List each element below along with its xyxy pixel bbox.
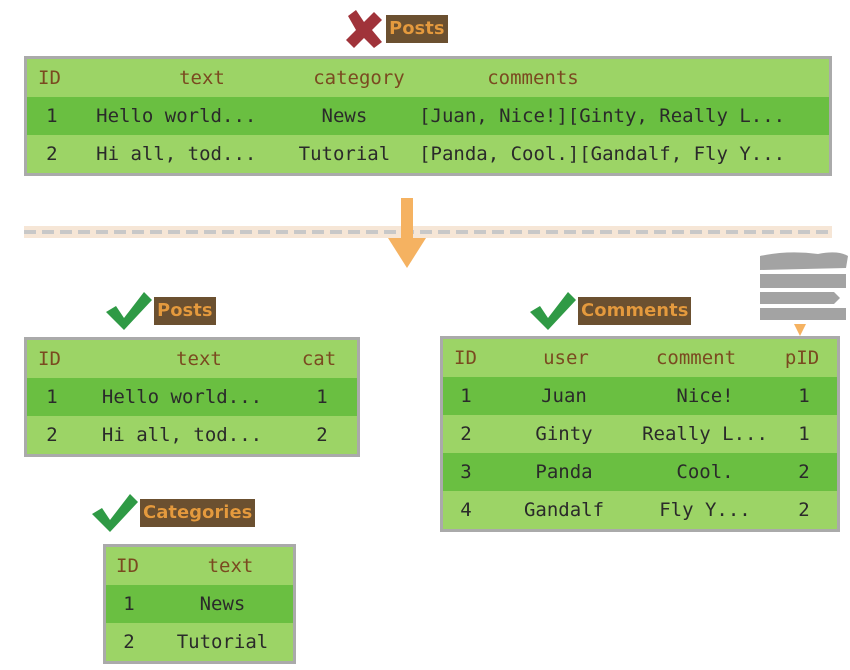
categories-title: Categories bbox=[140, 499, 256, 527]
table-row: 1 News bbox=[106, 585, 293, 623]
note-icon bbox=[760, 252, 848, 336]
header-id: ID bbox=[454, 347, 477, 369]
header-category: category bbox=[313, 67, 405, 89]
header-id: ID bbox=[38, 67, 61, 89]
table-categories: ID text 1 News 2 Tutorial bbox=[103, 544, 296, 664]
posts-title: Posts bbox=[154, 297, 216, 325]
table-row: 2 Tutorial bbox=[106, 623, 293, 661]
table-header: ID text category comments bbox=[27, 59, 829, 97]
comments-title: Comments bbox=[578, 297, 692, 325]
cell-text: Tutorial bbox=[176, 631, 269, 653]
header-cat: cat bbox=[301, 348, 337, 370]
table-comments: ID user comment pID 1 Juan Nice! 1 2 Gin… bbox=[440, 336, 840, 532]
cell-pid: 1 bbox=[798, 423, 810, 445]
cell-user: Ginty bbox=[535, 423, 593, 445]
cell-id: 1 bbox=[123, 593, 135, 615]
table-row: 1 Hello world... News [Juan, Nice!][Gint… bbox=[27, 97, 829, 135]
cell-text: News bbox=[199, 593, 246, 615]
cell-user: Gandalf bbox=[523, 499, 605, 521]
cell-id: 4 bbox=[460, 499, 472, 521]
cell-pid: 1 bbox=[798, 385, 810, 407]
cell-category: Tutorial bbox=[298, 143, 391, 165]
cell-comment: Cool. bbox=[676, 461, 734, 483]
table-header: ID text cat bbox=[27, 340, 357, 378]
title-categories: Categories bbox=[90, 492, 256, 534]
title-posts-before: Posts bbox=[344, 8, 448, 50]
cell-cat: 2 bbox=[316, 424, 328, 446]
cell-comments: [Juan, Nice!][Ginty, Really L... bbox=[419, 105, 786, 127]
header-text: text bbox=[179, 67, 225, 89]
cell-comment: Nice! bbox=[676, 385, 734, 407]
table-row: 2 Ginty Really L... 1 bbox=[443, 415, 837, 453]
table-row: 2 Hi all, tod... Tutorial [Panda, Cool.]… bbox=[27, 135, 829, 173]
header-text: text bbox=[176, 348, 222, 370]
table-header: ID user comment pID bbox=[443, 339, 837, 377]
divider bbox=[24, 226, 832, 238]
table-row: 3 Panda Cool. 2 bbox=[443, 453, 837, 491]
cell-comment: Really L... bbox=[642, 423, 768, 445]
cell-pid: 2 bbox=[798, 461, 810, 483]
title-posts: Posts bbox=[104, 290, 216, 332]
cell-cat: 1 bbox=[316, 386, 328, 408]
cell-id: 3 bbox=[460, 461, 472, 483]
table-row: 2 Hi all, tod... 2 bbox=[27, 416, 357, 454]
title-comments: Comments bbox=[528, 290, 692, 332]
table-row: 4 Gandalf Fly Y... 2 bbox=[443, 491, 837, 529]
header-comments: comments bbox=[487, 67, 579, 89]
table-header: ID text bbox=[106, 547, 293, 585]
cell-text: Hello world... bbox=[96, 105, 257, 127]
table-row: 1 Hello world... 1 bbox=[27, 378, 357, 416]
posts-before-title: Posts bbox=[386, 15, 448, 43]
cell-text: Hi all, tod... bbox=[101, 424, 263, 446]
table-posts: ID text cat 1 Hello world... 1 2 Hi all,… bbox=[24, 337, 360, 457]
cell-id: 1 bbox=[460, 385, 472, 407]
cell-id: 2 bbox=[123, 631, 135, 653]
header-user: user bbox=[543, 347, 589, 369]
cell-comment: Fly Y... bbox=[659, 499, 751, 521]
cell-comments: [Panda, Cool.][Gandalf, Fly Y... bbox=[419, 143, 786, 165]
cell-user: Juan bbox=[541, 385, 587, 407]
cell-pid: 2 bbox=[798, 499, 810, 521]
cell-id: 2 bbox=[460, 423, 472, 445]
header-comment: comment bbox=[655, 347, 737, 369]
cell-user: Panda bbox=[535, 461, 593, 483]
cell-id: 1 bbox=[46, 105, 58, 127]
arrow-down-icon bbox=[388, 198, 426, 268]
header-text: text bbox=[207, 555, 254, 577]
cross-icon bbox=[346, 10, 382, 48]
cell-id: 2 bbox=[46, 424, 58, 446]
table-row: 1 Juan Nice! 1 bbox=[443, 377, 837, 415]
cell-id: 2 bbox=[46, 143, 58, 165]
check-icon bbox=[106, 292, 152, 330]
cell-category: News bbox=[321, 105, 368, 127]
check-icon bbox=[92, 494, 138, 532]
check-icon bbox=[530, 292, 576, 330]
cell-id: 1 bbox=[46, 386, 58, 408]
cell-text: Hi all, tod... bbox=[96, 143, 257, 165]
header-id: ID bbox=[38, 348, 61, 370]
cell-text: Hello world... bbox=[101, 386, 263, 408]
header-pid: pID bbox=[784, 347, 820, 369]
header-id: ID bbox=[116, 555, 139, 577]
table-posts-before: ID text category comments 1 Hello world.… bbox=[24, 56, 832, 176]
